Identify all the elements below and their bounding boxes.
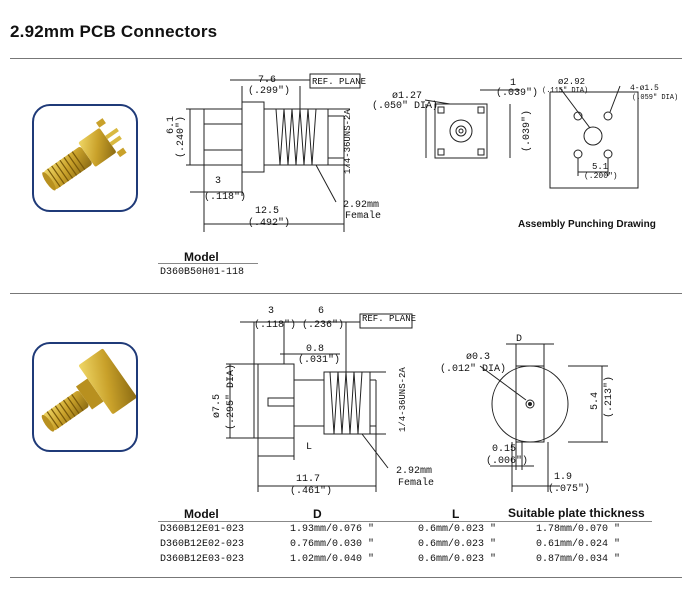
- table-header-model: Model: [184, 507, 219, 521]
- table-row-1-model: D360B12E01-023: [160, 524, 245, 535]
- dim-11-7: 11.7: [296, 474, 321, 485]
- table-row-1-d: 1.93mm/0.076 ": [290, 524, 375, 535]
- section1-technical-drawing: [186, 73, 639, 232]
- table-row-2-model: D360B12E02-023: [160, 539, 245, 550]
- punch-4x-dia-inch: (.059" DIA): [632, 94, 679, 102]
- connector-image: [42, 118, 127, 191]
- front-dim-1-inch: (.039"): [496, 88, 539, 99]
- table-header-d: D: [313, 507, 322, 521]
- dim-6-1-inch: (.240"): [176, 115, 187, 158]
- top-divider: [10, 58, 682, 59]
- table-row-2-l: 0.6mm/0.023 ": [418, 539, 497, 550]
- table-row-3-plate: 0.87mm/0.034 ": [536, 554, 621, 565]
- table-row-1-plate: 1.78mm/0.070 ": [536, 524, 621, 535]
- punch-4x-dia: 4-ø1.5: [630, 84, 659, 93]
- dim-7-6: 7.6: [258, 75, 277, 86]
- table-row-2-d: 0.76mm/0.030 ": [290, 539, 375, 550]
- table-row-1-l: 0.6mm/0.023 ": [418, 524, 497, 535]
- l-label: L: [306, 442, 313, 453]
- dim-0-15-inch: (.006"): [486, 456, 529, 467]
- dim-12-5: 12.5: [255, 206, 280, 217]
- connector-photo-flange: [32, 342, 138, 452]
- table-header-plate: Suitable plate thickness: [508, 506, 645, 520]
- d-label: D: [516, 334, 523, 345]
- dim-7-6-inch: (.299"): [248, 86, 291, 97]
- model-heading-1: Model: [184, 250, 219, 264]
- ref-plane-label: REF. PLANE: [362, 314, 417, 324]
- table-header-l: L: [452, 507, 460, 521]
- table-row-3-d: 1.02mm/0.040 ": [290, 554, 375, 565]
- dim-11-7-inch: (.461"): [290, 486, 333, 497]
- dim-6: 6: [318, 306, 325, 317]
- model-heading-rule: [158, 263, 258, 264]
- dim-12-5-inch: (.492"): [248, 218, 291, 229]
- thread-label: 1/4-36UNS-2A: [343, 109, 353, 174]
- table-header-rule: [158, 521, 652, 522]
- bottom-divider: [10, 577, 682, 578]
- section2-technical-drawing: [226, 313, 608, 492]
- female-label: Female: [345, 211, 382, 222]
- front-dia-inch: (.050" DIA): [372, 101, 439, 112]
- dim-6-inch: (.236"): [302, 320, 345, 331]
- front-side-inch: (.039"): [522, 109, 533, 152]
- dim-2-92mm: 2.92mm: [396, 466, 433, 477]
- front-dim-1: 1: [510, 78, 517, 89]
- middle-divider: [10, 293, 682, 294]
- assembly-punching-caption: Assembly Punching Drawing: [518, 219, 656, 230]
- connector-image: [41, 348, 136, 432]
- female-label: Female: [398, 478, 435, 489]
- dim-3: 3: [268, 306, 275, 317]
- dia-7-5: ø7.5: [212, 393, 223, 418]
- front-dia: ø1.27: [392, 91, 423, 102]
- dim-2-92mm: 2.92mm: [343, 200, 380, 211]
- table-row-3-l: 0.6mm/0.023 ": [418, 554, 497, 565]
- dia-7-5-inch: (.295" DIA): [226, 363, 237, 430]
- punch-dim-5-1: 5.1: [592, 162, 609, 172]
- dim-0-8: 0.8: [306, 344, 325, 355]
- page-title: 2.92mm PCB Connectors: [10, 22, 218, 41]
- dim-1-9-inch: (.075"): [548, 484, 591, 495]
- model-value-1: D360B50H01-118: [160, 267, 245, 278]
- dim-3: 3: [215, 176, 222, 187]
- dia-0-3: ø0.3: [466, 352, 491, 363]
- dim-3-inch: (.118"): [204, 192, 247, 203]
- dim-5-4-inch: (.213"): [604, 375, 615, 418]
- dim-0-15: 0.15: [492, 444, 517, 455]
- connector-photo-pcb-pins: [32, 104, 138, 212]
- dia-0-3-inch: (.012" DIA): [440, 364, 507, 375]
- dim-1-9: 1.9: [554, 472, 573, 483]
- punch-dia-292: ø2.92: [558, 77, 586, 87]
- punch-dim-5-1-inch: (.200"): [584, 172, 618, 181]
- dim-0-8-inch: (.031"): [298, 355, 341, 366]
- dim-3-inch: (.118"): [254, 320, 297, 331]
- table-row-2-plate: 0.61mm/0.024 ": [536, 539, 621, 550]
- thread-label: 1/4-36UNS-2A: [398, 367, 408, 432]
- punch-dia-292-inch: (.115" DIA): [542, 87, 589, 95]
- ref-plane-label: REF. PLANE: [312, 77, 367, 87]
- dim-5-4: 5.4: [590, 391, 601, 410]
- table-row-3-model: D360B12E03-023: [160, 554, 245, 565]
